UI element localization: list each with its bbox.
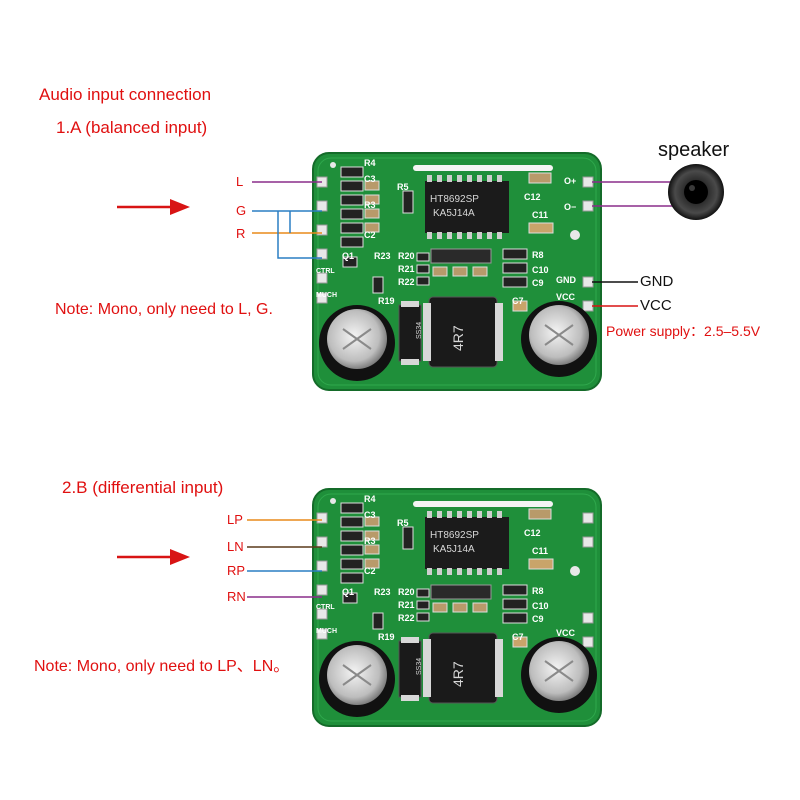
pin-label-lp: LP bbox=[227, 512, 243, 527]
amplifier-board-b bbox=[312, 488, 602, 727]
pcb-label-r19-b: R19 bbox=[378, 632, 395, 642]
diode-marking-a: SS34 bbox=[416, 322, 423, 339]
pcb-label-c10-b: C10 bbox=[532, 601, 549, 611]
pcb-label-c3: C3 bbox=[364, 174, 376, 184]
pcb-label-r4-b: R4 bbox=[364, 494, 376, 504]
pcb-label-r5-b: R5 bbox=[397, 518, 409, 528]
pin-label-ln: LN bbox=[227, 539, 244, 554]
pcb-label-ctrl-b: CTRL bbox=[316, 604, 335, 611]
pcb-label-r5: R5 bbox=[397, 182, 409, 192]
vcc-label: VCC bbox=[640, 297, 672, 314]
arrow-icon-a bbox=[117, 199, 190, 215]
chip-marking-line1-a: HT8692SP bbox=[430, 194, 479, 205]
pcb-label-r8-b: R8 bbox=[532, 586, 544, 596]
pcb-label-much: MUCH bbox=[316, 292, 337, 299]
pin-label-l: L bbox=[236, 174, 244, 189]
pcb-label-c7: C7 bbox=[512, 296, 524, 306]
speaker-icon bbox=[668, 164, 724, 220]
section-a-subtitle: 1.A (balanced input) bbox=[56, 118, 208, 137]
pcb-label-c10: C10 bbox=[532, 265, 549, 275]
pcb-label-r4: R4 bbox=[364, 158, 376, 168]
inductor-marking-a: 4R7 bbox=[450, 325, 466, 351]
pcb-label-o-minus: O− bbox=[564, 202, 576, 212]
pin-label-r: R bbox=[236, 226, 246, 241]
pcb-label-c3-b: C3 bbox=[364, 510, 376, 520]
pcb-label-c11: C11 bbox=[532, 210, 548, 220]
section-b-subtitle: 2.B (differential input) bbox=[62, 478, 224, 497]
pcb-label-q1: Q1 bbox=[342, 251, 354, 261]
pcb-label-r21: R21 bbox=[398, 264, 415, 274]
chip-marking-line2-b: KA5J14A bbox=[433, 544, 475, 555]
pcb-label-vcc: VCC bbox=[556, 292, 576, 302]
arrow-icon-b bbox=[117, 549, 190, 565]
pin-label-rp: RP bbox=[227, 563, 246, 578]
section-a-title: Audio input connection bbox=[39, 85, 212, 104]
pcb-label-r20-b: R20 bbox=[398, 587, 415, 597]
section-b-note: Note: Mono, only need to LP、LN。 bbox=[34, 658, 290, 675]
amplifier-board-a bbox=[312, 152, 602, 391]
pcb-label-ctrl: CTRL bbox=[316, 268, 335, 275]
pcb-label-q1-b: Q1 bbox=[342, 587, 354, 597]
speaker-label: speaker bbox=[658, 139, 730, 161]
chip-marking-line2-a: KA5J14A bbox=[433, 208, 475, 219]
power-supply-label: Power supply：2.5–5.5V bbox=[606, 323, 761, 339]
pcb-label-c7-b: C7 bbox=[512, 632, 524, 642]
chip-marking-line1-b: HT8692SP bbox=[430, 530, 479, 541]
section-a-note: Note: Mono, only need to L, G. bbox=[55, 301, 273, 318]
pcb-label-r23-b: R23 bbox=[374, 587, 391, 597]
pcb-label-c12-b: C12 bbox=[524, 528, 541, 538]
gnd-label: GND bbox=[640, 273, 674, 290]
pin-label-rn: RN bbox=[227, 589, 246, 604]
pcb-label-r23: R23 bbox=[374, 251, 391, 261]
pcb-label-o-plus: O+ bbox=[564, 176, 576, 186]
pcb-label-r3-b: R3 bbox=[364, 536, 376, 546]
pcb-label-r22: R22 bbox=[398, 277, 415, 287]
pcb-label-c9-b: C9 bbox=[532, 614, 544, 624]
pcb-label-much-b: MUCH bbox=[316, 628, 337, 635]
pcb-label-c11-b: C11 bbox=[532, 546, 548, 556]
pcb-label-r8: R8 bbox=[532, 250, 544, 260]
pcb-label-c12: C12 bbox=[524, 192, 541, 202]
pcb-label-c2-b: C2 bbox=[364, 566, 376, 576]
pcb-label-r22-b: R22 bbox=[398, 613, 415, 623]
pin-label-g: G bbox=[236, 203, 247, 218]
pcb-label-r19: R19 bbox=[378, 296, 395, 306]
inductor-marking-b: 4R7 bbox=[450, 661, 466, 687]
pcb-label-gnd: GND bbox=[556, 275, 577, 285]
pcb-label-c9: C9 bbox=[532, 278, 544, 288]
wire-g-bridge bbox=[277, 211, 322, 259]
pcb-label-r21-b: R21 bbox=[398, 600, 415, 610]
pcb-label-c2: C2 bbox=[364, 230, 376, 240]
pcb-label-r3: R3 bbox=[364, 200, 376, 210]
diode-marking-b: SS34 bbox=[416, 658, 423, 675]
pcb-label-r20: R20 bbox=[398, 251, 415, 261]
pcb-label-vcc-b: VCC bbox=[556, 628, 576, 638]
